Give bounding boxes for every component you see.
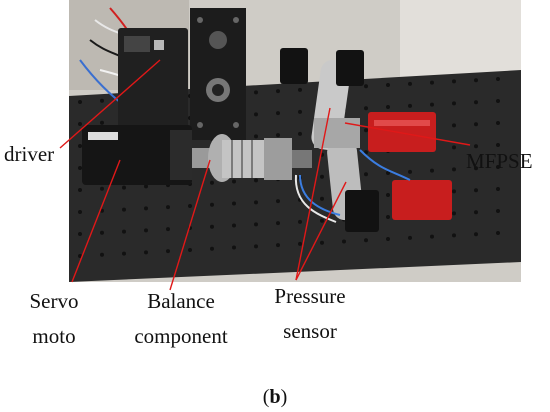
balance-coupling — [192, 134, 312, 182]
leader-balance — [169, 159, 211, 291]
mounting-plate — [190, 8, 246, 140]
test-rig-photo — [59, 0, 521, 291]
clamps — [280, 48, 379, 232]
mfpse-module — [359, 112, 452, 220]
leader-lines — [59, 59, 471, 291]
label-servo-motor: Servo moto — [14, 290, 94, 347]
caption-close: ) — [280, 386, 288, 408]
label-balance-line1: Balance — [147, 289, 215, 313]
caption-letter: b — [269, 386, 281, 408]
label-pressure-line1: Pressure — [274, 284, 346, 308]
sensor-wires — [294, 174, 341, 223]
leader-driver — [59, 59, 161, 149]
label-servo-line2: moto — [32, 324, 76, 348]
pressure-sensors — [311, 59, 363, 221]
servo-motor — [82, 125, 192, 185]
label-balance-line2: component — [134, 324, 228, 348]
label-mfpse: MFPSE — [466, 149, 533, 173]
figure-caption: (b) — [0, 386, 550, 409]
leader-mfpse — [344, 122, 471, 146]
leader-servo — [71, 159, 121, 283]
label-pressure-sensor: Pressure sensor — [255, 285, 365, 342]
label-pressure-line2: sensor — [283, 319, 337, 343]
label-servo-line1: Servo — [29, 289, 79, 313]
caption-open: ( — [262, 386, 270, 408]
leader-pressure-1 — [295, 107, 331, 281]
leader-pressure-2 — [295, 181, 347, 281]
servo-driver — [118, 28, 188, 138]
label-balance-component: Balance component — [116, 290, 246, 347]
label-driver: driver — [4, 142, 55, 166]
